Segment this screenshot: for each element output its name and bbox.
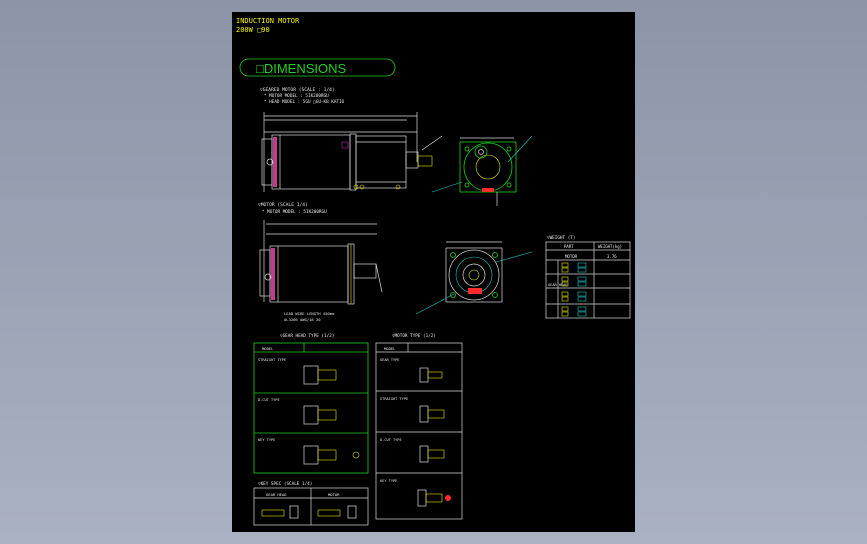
lead-wire-note: LEAD WIRE LENGTH 450mm	[284, 311, 335, 316]
drawing-sheet: INDUCTION MOTOR 200W □90 □DIMENSIONS ▽GE…	[232, 12, 635, 532]
weight-header-part: PART	[564, 244, 574, 249]
geared-motor-front-view	[431, 135, 533, 206]
motor-title: ▽MOTOR (SCALE 1/4)	[258, 202, 308, 208]
sheet-subtitle: 200W □90	[236, 26, 270, 34]
key-spec-gear-head: GEAR HEAD	[266, 492, 287, 497]
key-spec-title: ▽KEY SPEC (SCALE 1/4)	[258, 481, 312, 487]
weight-gear-head-label: GEAR HEAD	[548, 283, 567, 287]
motor-model-label: MODEL	[384, 346, 396, 351]
gear-head-type-table: MODEL STRAIGHT TYPE D-CUT TYPE KEY TYPE	[253, 342, 369, 474]
gear-head-row-straight: STRAIGHT TYPE	[258, 358, 286, 362]
gear-head-row-dcut: D-CUT TYPE	[258, 398, 280, 402]
motor-model: * MOTOR MODEL : 5IK200RGU	[262, 209, 327, 215]
dimensions-heading-frame	[239, 58, 396, 77]
motor-row-dcut: D-CUT TYPE	[380, 438, 402, 442]
gear-head-row-key: KEY TYPE	[258, 438, 275, 442]
weight-motor-value: 3.76	[607, 254, 617, 259]
geared-head-model: * HEAD MODEL : 5GU □GU-KB KATIO	[264, 99, 345, 105]
motor-row-gear: GEAR TYPE	[380, 358, 399, 362]
dimensions-heading: □DIMENSIONS	[256, 61, 347, 76]
geared-motor-title: ▽GEARED MOTOR (SCALE : 1/4)	[260, 87, 335, 93]
weight-motor-label: MOTOR	[565, 254, 578, 259]
lead-wire-spec: UL3266 AWG/18 20	[284, 317, 321, 322]
geared-motor-side-view	[261, 112, 443, 192]
weight-table-title: ▽WEIGHT (T)	[547, 235, 575, 241]
dimension-drawing: INDUCTION MOTOR 200W □90 □DIMENSIONS ▽GE…	[236, 17, 631, 526]
weight-table: ▽WEIGHT (T) PART WEIGHT(kg) MOTOR 3.76 G…	[545, 235, 631, 319]
motor-type-table: MODEL GEAR TYPE STRAIGHT TYPE D-CUT TYPE…	[375, 342, 463, 520]
motor-row-key: KEY TYPE	[380, 479, 397, 483]
gear-head-model-label: MODEL	[262, 346, 274, 351]
motor-table-title: ▽MOTOR TYPE (1/2)	[392, 333, 436, 339]
motor-side-view	[259, 220, 383, 305]
weight-header-weight: WEIGHT(kg)	[598, 244, 622, 249]
motor-row-straight: STRAIGHT TYPE	[380, 397, 408, 401]
key-spec-table: GEAR HEAD MOTOR	[253, 487, 369, 526]
sheet-title: INDUCTION MOTOR	[236, 17, 300, 25]
key-spec-motor: MOTOR	[328, 492, 340, 497]
gear-head-table-title: ▽GEAR HEAD TYPE (1/2)	[280, 333, 334, 339]
motor-front-view	[415, 241, 533, 315]
geared-motor-model: * MOTOR MODEL : 5IK200RGU	[264, 93, 329, 99]
